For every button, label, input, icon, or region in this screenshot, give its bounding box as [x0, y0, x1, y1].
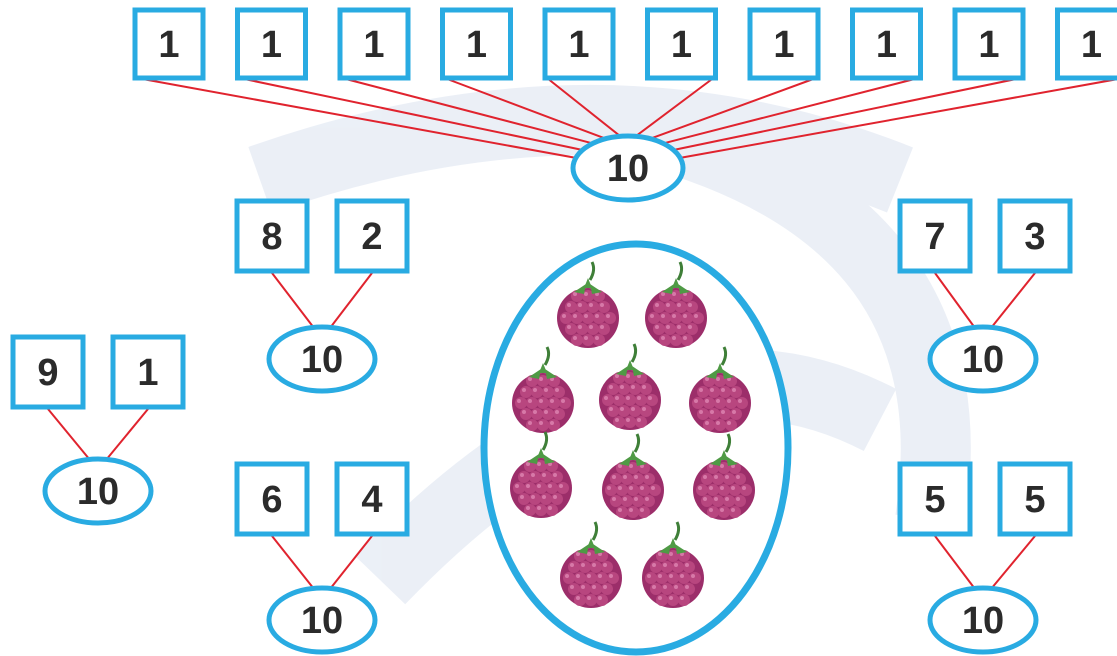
bond-part-right: 1	[137, 352, 158, 394]
raspberry-set	[510, 261, 755, 608]
top-bond-part: 1	[337, 7, 411, 81]
connector-line	[934, 272, 976, 329]
top-bond-part-label: 1	[876, 24, 897, 66]
connector-line	[444, 77, 607, 140]
bond-9-1: 9 1 10	[10, 334, 186, 526]
bond-5-5: 5 5 10	[897, 461, 1073, 655]
raspberry-icon	[510, 431, 572, 518]
connector-line	[329, 272, 373, 329]
top-bond-part-label: 1	[1081, 24, 1102, 66]
raspberry-icon	[693, 433, 755, 520]
bond-part-left: 6	[261, 479, 282, 521]
connector-line	[271, 272, 315, 329]
top-bond-part: 1	[440, 7, 513, 81]
bond-part-right: 5	[1024, 479, 1045, 521]
connector-line	[136, 77, 576, 159]
top-bond-part-label: 1	[773, 24, 794, 66]
connector-line	[47, 408, 91, 461]
bond-part-left: 8	[261, 216, 282, 258]
raspberry-icon	[560, 521, 622, 608]
raspberry-icon	[557, 261, 619, 348]
bond-part-right: 4	[361, 479, 382, 521]
top-bond-part-label: 1	[568, 24, 589, 66]
bond-whole: 10	[301, 339, 343, 381]
raspberry-icon	[642, 521, 704, 608]
top-bond-part: 1	[850, 7, 923, 81]
connector-line	[662, 77, 919, 145]
top-bond-parts: 1 1 1 1 1 1 1 1 1 1	[132, 7, 1117, 81]
top-bond-part-label: 1	[261, 24, 282, 66]
bond-whole: 10	[77, 471, 119, 513]
connector-line	[239, 77, 583, 151]
top-bond-part: 1	[645, 7, 718, 81]
top-bond-part: 1	[747, 7, 821, 81]
top-bond-part-label: 1	[671, 24, 692, 66]
connector-line	[329, 535, 373, 590]
connector-line	[934, 535, 976, 590]
connector-line	[105, 408, 149, 461]
connector-line	[680, 78, 1117, 159]
connector-line	[635, 77, 715, 138]
connector-line	[649, 77, 817, 140]
raspberry-icon	[512, 346, 574, 433]
bond-whole: 10	[301, 600, 343, 642]
top-bond-part-label: 1	[466, 24, 487, 66]
connector-line	[990, 535, 1036, 590]
top-bond-part: 1	[235, 7, 308, 81]
bond-7-3: 7 3 10	[897, 198, 1073, 394]
bond-whole: 10	[962, 600, 1004, 642]
top-bond-part: 1	[952, 7, 1026, 81]
top-bond-part: 1	[542, 7, 616, 81]
top-bond-part: 1	[132, 7, 206, 81]
raspberry-icon	[689, 346, 751, 433]
connector-lines	[47, 77, 1117, 590]
bond-part-right: 2	[361, 216, 382, 258]
raspberry-icon	[602, 433, 664, 520]
bond-part-left: 9	[37, 352, 58, 394]
top-bond-part-label: 1	[978, 24, 999, 66]
bond-part-left: 5	[924, 479, 945, 521]
connector-line	[546, 77, 622, 138]
top-bond-whole: 10	[570, 133, 686, 203]
connector-line	[341, 77, 594, 145]
raspberry-icon	[599, 343, 661, 430]
connector-line	[271, 535, 315, 590]
connector-line	[990, 272, 1036, 329]
raspberry-group	[480, 240, 792, 656]
raspberry-icon	[645, 261, 707, 348]
bond-8-2: 8 2 10	[234, 198, 410, 394]
bond-part-left: 7	[924, 216, 945, 258]
bond-part-right: 3	[1024, 216, 1045, 258]
top-bond-part-label: 1	[158, 24, 179, 66]
top-bond-whole-label: 10	[607, 148, 649, 190]
connector-line	[673, 77, 1022, 151]
bond-whole: 10	[962, 339, 1004, 381]
bond-6-4: 6 4 10	[234, 461, 410, 655]
top-bond-part: 1	[1055, 7, 1117, 81]
top-bond-part-label: 1	[363, 24, 384, 66]
